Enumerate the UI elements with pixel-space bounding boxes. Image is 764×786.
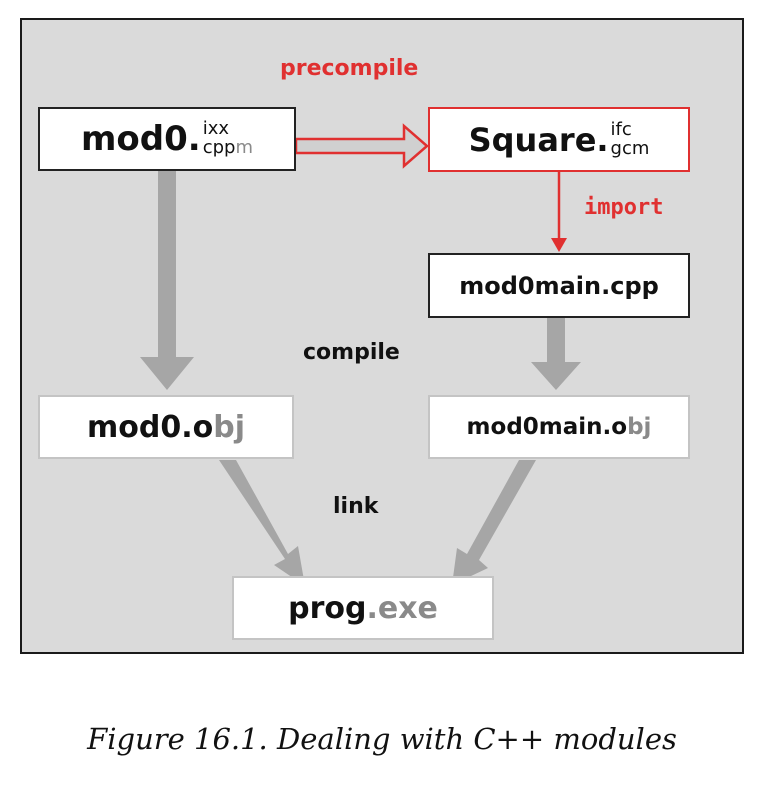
prog-exe-suffix: .exe [366,590,438,626]
mod0main-cpp-name: mod0main.cpp [459,271,659,300]
mod0main-obj-name: mod0main.o [466,414,628,440]
ext-gcm: gcm [610,137,650,159]
import-arrow-head [551,238,567,252]
link-arrow-mod0main [452,460,536,585]
link-label: link [333,494,379,519]
square-bmi-extensions: ifc gcm [610,118,650,159]
square-bmi-box: Square. ifc gcm [428,107,690,172]
module-build-diagram: precompile mod0. ixx cppm Square. ifc gc… [20,18,744,654]
ext-ixx: ixx [202,118,230,140]
ext-cppm: cppm [202,137,253,158]
figure-caption: Figure 16.1. Dealing with C++ modules [87,722,677,756]
prog-exe-name: prog [288,590,367,626]
precompile-label: precompile [280,56,419,81]
compile-arrow-mod0main [531,318,581,390]
square-bmi-name: Square. [468,120,609,159]
mod0main-cpp-box: mod0main.cpp [428,253,690,318]
link-arrow-mod0 [219,460,305,586]
mod0-interface-name: mod0. [81,119,201,159]
import-label: import [584,195,664,220]
mod0-obj-suffix: bj [213,409,245,445]
compile-label: compile [303,340,400,365]
diagram-arrows [140,123,581,586]
ext-ifc: ifc [610,118,632,140]
prog-exe-box: prog.exe [232,576,494,640]
mod0-obj-name: mod0.o [87,409,214,445]
mod0main-obj-suffix: bj [627,414,652,440]
mod0-interface-extensions: ixx cppm [202,118,253,158]
mod0-interface-box: mod0. ixx cppm [38,107,296,171]
compile-arrow-mod0 [140,171,194,390]
precompile-arrow [294,123,429,169]
